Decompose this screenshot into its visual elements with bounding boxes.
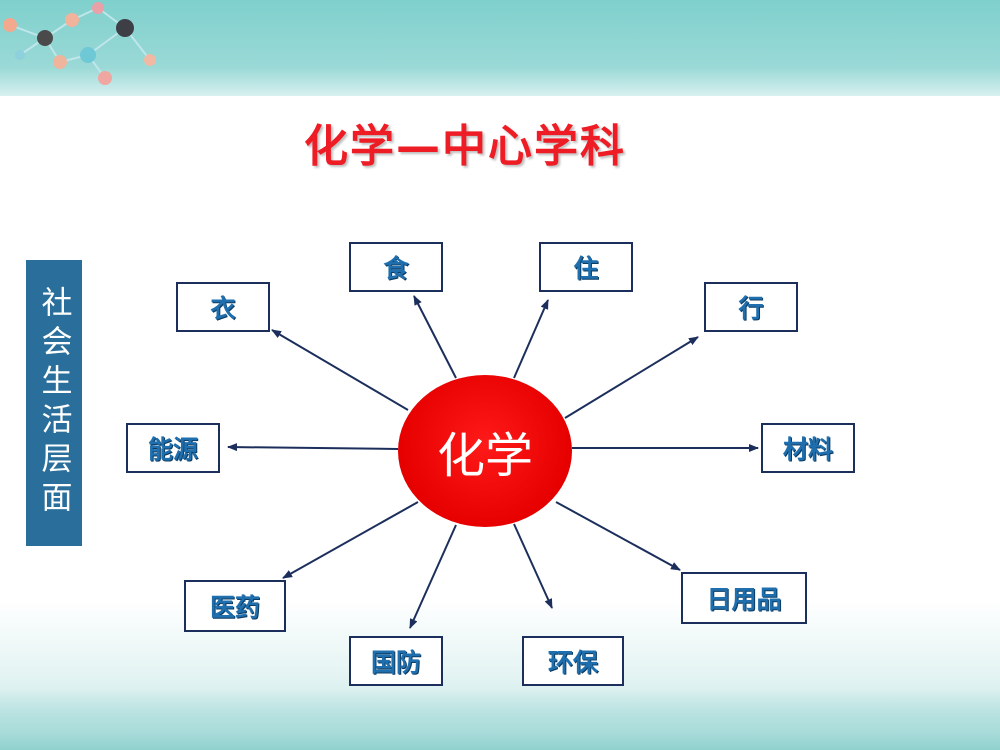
arrow-to-yiyao — [282, 501, 419, 579]
header-band — [0, 0, 1000, 96]
side-label: 社会生活层面 — [26, 260, 82, 546]
node-yi: 衣 — [176, 282, 270, 332]
arrow-to-huanbao — [513, 523, 553, 609]
arrow-to-xing — [564, 336, 699, 419]
node-yiyao: 医药 — [184, 580, 286, 632]
page-title: 化学—中心学科 — [304, 121, 626, 172]
node-guofang: 国防 — [349, 636, 443, 686]
node-xing: 行 — [704, 282, 798, 332]
node-huanbao: 环保 — [522, 636, 624, 686]
arrow-to-yi — [271, 329, 409, 411]
node-shi: 食 — [349, 242, 443, 292]
arrow-to-nengyuan — [227, 443, 399, 452]
center-node: 化学 — [398, 375, 572, 527]
footer-band — [0, 690, 1000, 750]
arrow-to-shi — [413, 295, 457, 379]
arrow-to-riyongpin — [555, 501, 681, 571]
arrow-to-zhu — [513, 299, 549, 379]
node-nengyuan: 能源 — [126, 423, 220, 473]
node-zhu: 住 — [539, 242, 633, 292]
arrow-to-guofang — [409, 524, 457, 629]
molecule-decoration — [3, 2, 156, 85]
node-riyongpin: 日用品 — [681, 572, 807, 624]
node-cailiao: 材料 — [761, 423, 855, 473]
